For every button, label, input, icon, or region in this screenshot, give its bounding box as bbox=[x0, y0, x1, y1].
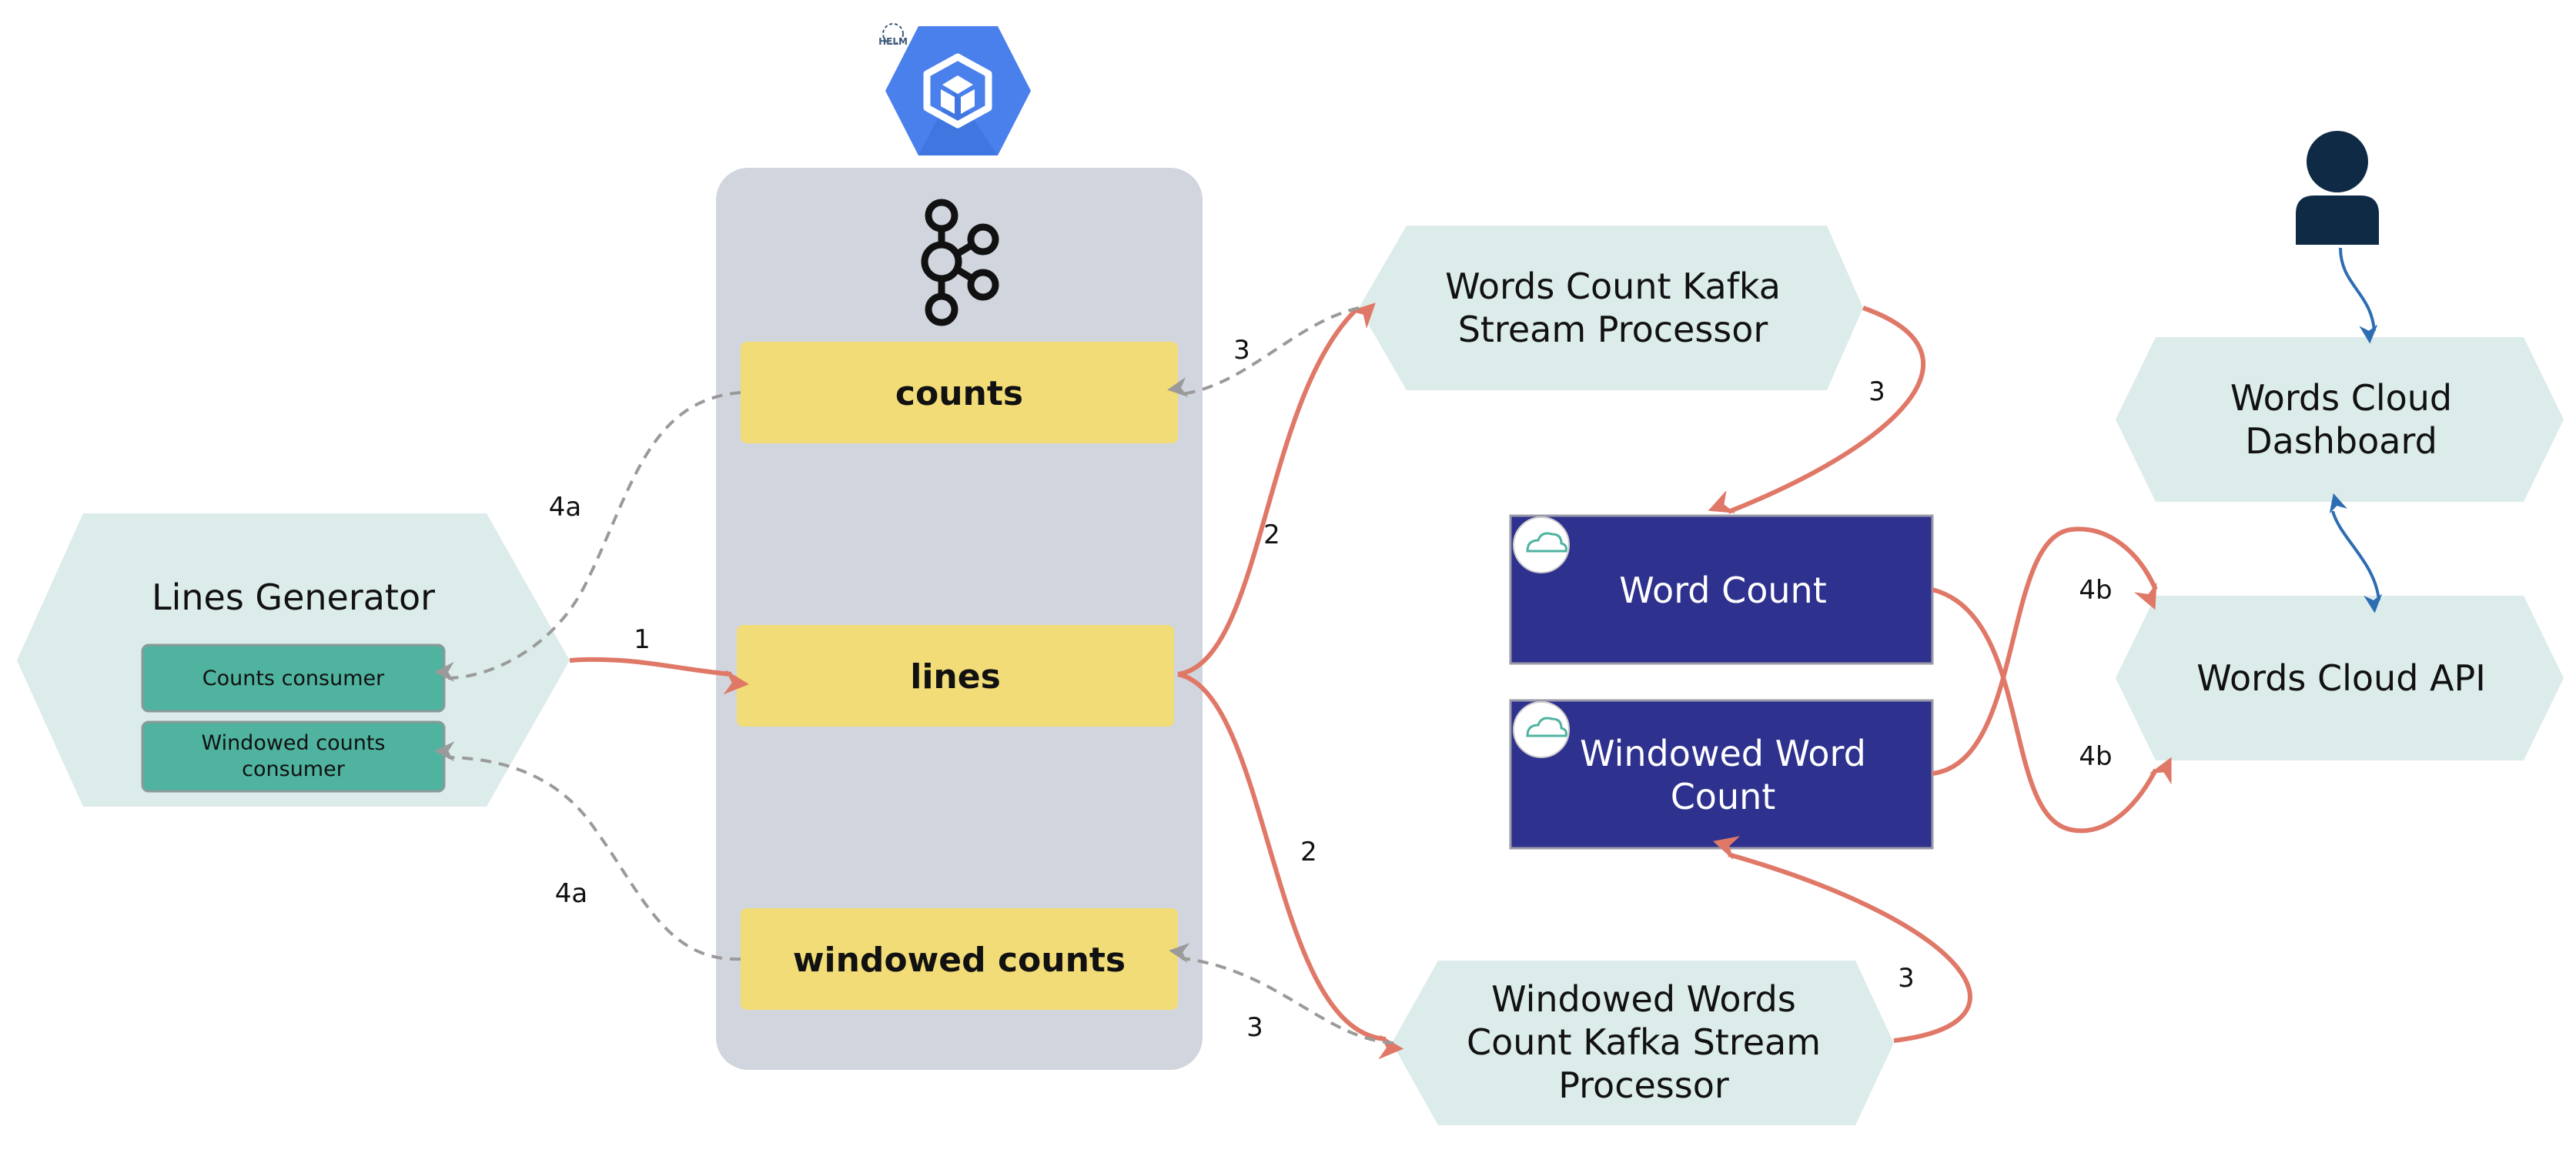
edge-label-4a-top: 4a bbox=[549, 492, 581, 523]
windowed-processor-line3: Processor bbox=[1558, 1064, 1729, 1106]
dashboard-line1: Words Cloud bbox=[2230, 377, 2452, 419]
words-cloud-dashboard-node[interactable]: Words Cloud Dashboard bbox=[2116, 337, 2564, 502]
api-label: Words Cloud API bbox=[2196, 657, 2486, 699]
topic-windowed-counts[interactable]: windowed counts bbox=[741, 908, 1178, 1010]
windowed-words-processor-node[interactable]: Windowed Words Count Kafka Stream Proces… bbox=[1392, 961, 1894, 1125]
edge-label-3-windowed-counts: 3 bbox=[1246, 1012, 1263, 1043]
words-count-processor-line1: Words Count Kafka bbox=[1445, 266, 1781, 307]
cloud-store-icon bbox=[1513, 701, 1570, 758]
edge-label-2-bottom: 2 bbox=[1300, 837, 1317, 867]
counts-consumer[interactable]: Counts consumer bbox=[141, 643, 446, 713]
windowed-store-label-line1: Windowed Word bbox=[1580, 733, 1866, 774]
edge-dashboard-api bbox=[2329, 493, 2383, 613]
windowed-processor-line1: Windowed Words bbox=[1491, 978, 1796, 1020]
words-cloud-api-node[interactable]: Words Cloud API bbox=[2116, 596, 2564, 760]
dashboard-line2: Dashboard bbox=[2245, 420, 2437, 462]
words-count-processor-node[interactable]: Words Count Kafka Stream Processor bbox=[1359, 226, 1863, 390]
windowed-store-label-line2: Count bbox=[1671, 776, 1776, 817]
edge-words-count-to-counts-topic bbox=[1167, 306, 1360, 397]
topic-lines[interactable]: lines bbox=[737, 625, 1174, 727]
words-count-processor-line2: Stream Processor bbox=[1458, 309, 1768, 350]
edge-label-2-top: 2 bbox=[1263, 520, 1280, 550]
edge-label-4b-bottom: 4b bbox=[2079, 741, 2112, 772]
edge-label-4b-top: 4b bbox=[2079, 575, 2112, 606]
topic-lines-label: lines bbox=[910, 657, 1001, 697]
windowed-consumer-label-line2: consumer bbox=[242, 757, 346, 781]
edge-windowed-topic-to-consumer bbox=[434, 741, 741, 961]
edge-windowed-to-api bbox=[1932, 526, 2158, 776]
edge-windowed-processor-to-windowed-topic bbox=[1169, 943, 1394, 1044]
edge-user-to-dashboard bbox=[2339, 247, 2378, 344]
helm-badge: HELM bbox=[878, 36, 908, 47]
helm-icon: HELM bbox=[878, 23, 908, 47]
topic-counts[interactable]: counts bbox=[741, 342, 1178, 443]
edge-lines-to-words-count bbox=[1177, 302, 1376, 677]
topic-counts-label: counts bbox=[895, 374, 1023, 413]
edge-label-3-windowed-store: 3 bbox=[1898, 963, 1915, 994]
edge-words-count-to-store bbox=[1708, 306, 1926, 514]
word-count-store[interactable]: Word Count bbox=[1509, 514, 1934, 665]
edge-windowed-processor-to-store bbox=[1712, 836, 1972, 1043]
user-icon bbox=[2296, 131, 2379, 245]
lines-generator-title: Lines Generator bbox=[152, 576, 435, 618]
edge-word-count-to-api bbox=[1932, 587, 2172, 834]
cloud-store-icon bbox=[1513, 516, 1570, 573]
edge-label-1: 1 bbox=[634, 624, 651, 655]
edge-label-3-wc-store: 3 bbox=[1868, 376, 1885, 407]
gke-icon bbox=[885, 26, 1031, 155]
windowed-consumer-label-line1: Windowed counts bbox=[201, 731, 385, 755]
counts-consumer-label: Counts consumer bbox=[202, 667, 385, 690]
windowed-word-count-store[interactable]: Windowed Word Count bbox=[1509, 699, 1934, 850]
edge-label-3-counts: 3 bbox=[1233, 335, 1250, 366]
word-count-store-label: Word Count bbox=[1619, 570, 1826, 611]
edge-generator-to-lines bbox=[569, 657, 749, 695]
topic-windowed-counts-label: windowed counts bbox=[793, 941, 1126, 980]
edge-lines-to-windowed-processor bbox=[1177, 672, 1404, 1060]
windowed-processor-line2: Count Kafka Stream bbox=[1467, 1021, 1821, 1063]
edge-label-4a-bottom: 4a bbox=[555, 878, 587, 909]
kafka-icon bbox=[921, 199, 999, 326]
edge-counts-topic-to-consumer bbox=[433, 391, 741, 682]
windowed-counts-consumer[interactable]: Windowed counts consumer bbox=[141, 720, 446, 793]
